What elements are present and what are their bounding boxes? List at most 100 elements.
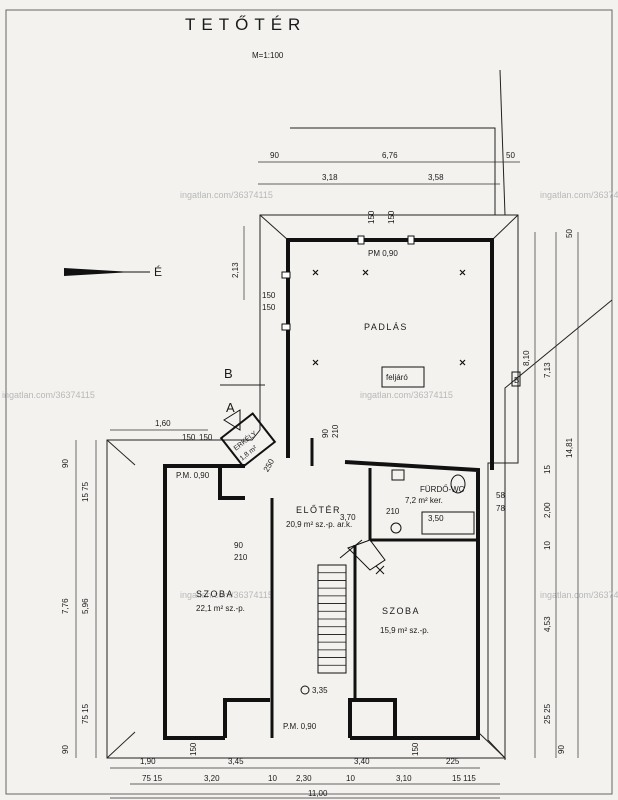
dim-label: 90	[61, 745, 70, 754]
dim-label: 90	[270, 151, 279, 160]
staircase	[317, 539, 386, 674]
hatch-label: feljáró	[386, 373, 408, 382]
window-label: P.M. 0,90	[176, 471, 210, 480]
dim-label: 11,00	[308, 789, 328, 798]
watermark: ingatlan.com/36374115	[180, 590, 273, 600]
dim-label: 3,10	[396, 774, 412, 783]
right-dimension-lines	[534, 232, 579, 758]
room-area-szoba-left: 22,1 m² sz.-p.	[196, 604, 245, 613]
watermark: ingatlan.com/36374115	[540, 590, 618, 600]
dim-label: 3,58	[428, 173, 444, 182]
dim-label: 3,45	[228, 757, 244, 766]
dim-label: 210	[331, 424, 340, 438]
post-markers	[375, 565, 385, 575]
dim-label: 75 15	[142, 774, 163, 783]
dim-label: 90	[557, 745, 566, 754]
plan-title: TETŐTÉR	[185, 15, 306, 34]
dim-label: 10	[543, 541, 552, 550]
plan-scale: M=1:100	[252, 51, 284, 60]
dim-label: 58	[496, 491, 505, 500]
attic-hatch	[381, 366, 425, 388]
stair-level: 3,35	[312, 686, 328, 695]
room-name-furdo: FÜRDŐ-WC	[420, 485, 465, 494]
dim-label: 10	[268, 774, 277, 783]
north-arrow-icon	[64, 268, 150, 276]
site-line	[290, 127, 496, 215]
dim-label: 250	[262, 457, 277, 474]
dim-label: 8,10	[522, 350, 531, 366]
dim-label: 15 115	[452, 774, 476, 783]
dim-label: 3,50	[428, 514, 444, 523]
dim-label: 225	[446, 757, 460, 766]
section-arrow-icon	[223, 409, 241, 431]
dim-label: 2,30	[296, 774, 312, 783]
chimney-marker: B	[514, 376, 519, 385]
window-label: PM 0,90	[368, 249, 398, 258]
dim-label: 150	[411, 742, 420, 756]
dim-label: 50	[565, 229, 574, 238]
dim-label: 150	[367, 210, 376, 224]
room-name-padlas: PADLÁS	[364, 322, 408, 332]
dim-label: 3,70	[340, 513, 356, 522]
dim-label: 7,13	[543, 362, 552, 378]
room-area-szoba-right: 15,9 m² sz.-p.	[380, 626, 429, 635]
window-top	[357, 235, 415, 245]
dim-label: 150	[182, 433, 196, 442]
section-marker-b: B	[224, 366, 233, 381]
dim-label: 25 25	[543, 703, 552, 724]
room-area-eloter: 20,9 m² sz.-p. ar.k.	[286, 520, 352, 529]
north-label: É	[154, 264, 162, 279]
dim-label: 90	[321, 429, 330, 438]
dim-label: 2,13	[231, 262, 240, 278]
site-line	[504, 299, 613, 760]
balcony	[219, 412, 277, 468]
bottom-dimension-lines	[110, 767, 500, 799]
window-left	[281, 271, 291, 279]
room-name-szoba-right: SZOBA	[382, 606, 420, 616]
dim-label: 15	[543, 465, 552, 474]
watermark: ingatlan.com/36374115	[360, 390, 453, 400]
dim-label: 90	[61, 459, 70, 468]
dim-label: 150	[262, 291, 276, 300]
dim-label: 7,76	[61, 598, 70, 614]
chimney	[511, 371, 521, 387]
dim-label: 1,60	[155, 419, 171, 428]
watermark: ingatlan.com/36374115	[2, 390, 95, 400]
window-label: P.M. 0,90	[283, 722, 317, 731]
window-left	[281, 323, 291, 331]
room-area-furdo: 7,2 m² ker.	[405, 496, 443, 505]
dim-label: 75 15	[81, 703, 90, 724]
dim-label: 3,40	[354, 757, 370, 766]
post-markers	[312, 269, 466, 366]
page-border	[5, 9, 613, 795]
dim-label: 210	[234, 553, 248, 562]
dim-label: 15 75	[81, 481, 90, 502]
watermark: ingatlan.com/36374115	[540, 190, 618, 200]
left-dimension-lines	[75, 440, 97, 758]
dim-label: 150	[387, 210, 396, 224]
dim-label: 3,18	[322, 173, 338, 182]
dim-label: 150	[199, 433, 213, 442]
room-name-eloter: ELŐTÉR	[296, 505, 341, 515]
dim-label: 90	[234, 541, 243, 550]
dim-label: 4,53	[543, 616, 552, 632]
section-marker-a: A	[226, 400, 235, 415]
dim-label: 1,90	[140, 757, 156, 766]
dim-label: 14,81	[565, 437, 574, 458]
roof-outline	[106, 214, 519, 759]
dim-label: 10	[346, 774, 355, 783]
level-marker-icon	[300, 685, 310, 695]
room-name-szoba-left: SZOBA	[196, 589, 234, 599]
walls	[163, 238, 494, 740]
watermark: ingatlan.com/36374115	[180, 190, 273, 200]
dim-label: 210	[386, 507, 400, 516]
dim-label: 150	[189, 742, 198, 756]
top-dimension-lines	[110, 161, 520, 431]
site-line	[499, 69, 506, 216]
dim-label: 3,20	[204, 774, 220, 783]
dim-label: 150	[262, 303, 276, 312]
dim-label: 6,76	[382, 151, 398, 160]
dim-label: 50	[506, 151, 515, 160]
dim-label: 78	[496, 504, 505, 513]
